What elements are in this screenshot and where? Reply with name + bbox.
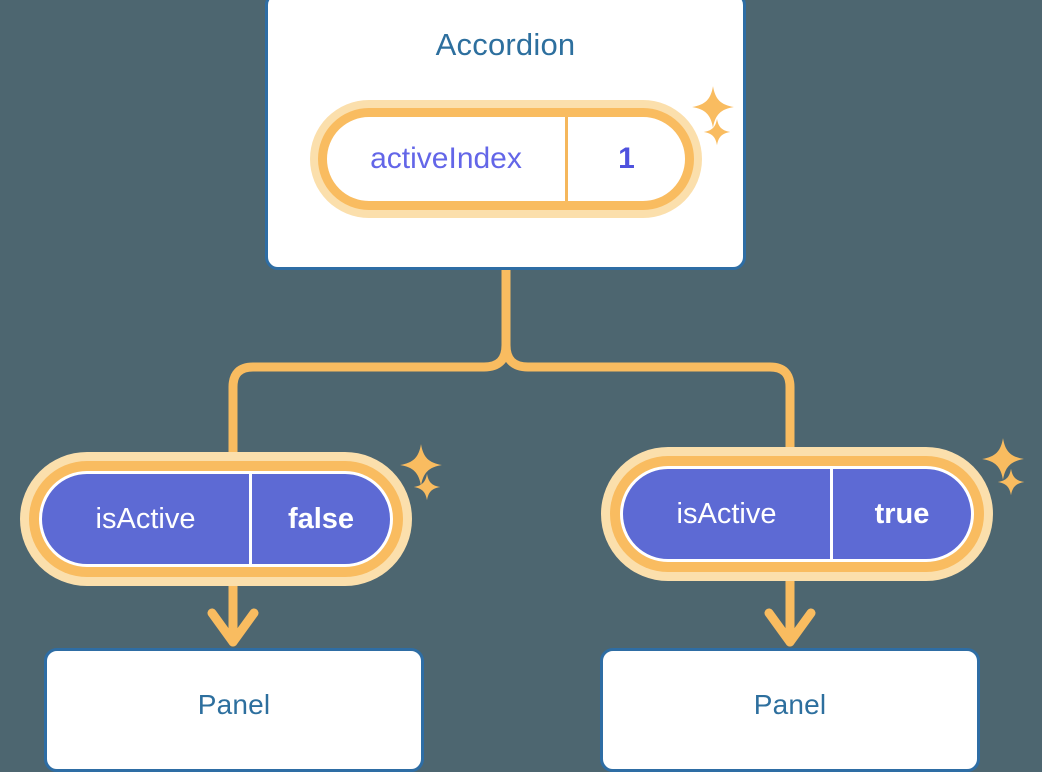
prop-pill-activeindex[interactable]: activeIndex 1 <box>310 100 702 218</box>
pill-body[interactable]: isActive true <box>620 466 974 562</box>
pill-body[interactable]: isActive false <box>39 471 393 567</box>
sparkle-icon-left-large <box>400 444 442 486</box>
connector-split-left <box>228 340 511 457</box>
panel-title: Panel <box>197 689 271 720</box>
sparkle-icon-left-small <box>413 473 441 501</box>
sparkle-icon-right-large <box>982 438 1024 480</box>
pill-value-isactive: true <box>830 469 971 559</box>
panel-title: Panel <box>753 689 827 720</box>
pill-key-isactive: isActive <box>676 497 777 530</box>
sparkle-icon-accordion-small <box>703 118 731 146</box>
arrowhead-left <box>207 608 259 647</box>
prop-pill-isactive-true[interactable]: isActive true <box>601 447 993 581</box>
sparkle-icon-right-small <box>997 468 1025 496</box>
panel-card-left[interactable]: Panel <box>44 648 424 772</box>
prop-pill-isactive-false[interactable]: isActive false <box>20 452 412 586</box>
pill-key-activeindex: activeIndex <box>370 142 522 175</box>
connector-split-right <box>501 340 795 455</box>
pill-value-isactive: false <box>249 474 390 564</box>
pill-key-isactive: isActive <box>95 502 196 535</box>
arrowhead-right <box>764 608 816 647</box>
panel-card-right[interactable]: Panel <box>600 648 980 772</box>
sparkle-icon-accordion-large <box>692 86 734 128</box>
pill-body[interactable]: activeIndex 1 <box>318 108 694 210</box>
pill-value-activeindex: 1 <box>565 117 685 201</box>
accordion-title: Accordion <box>435 27 576 62</box>
